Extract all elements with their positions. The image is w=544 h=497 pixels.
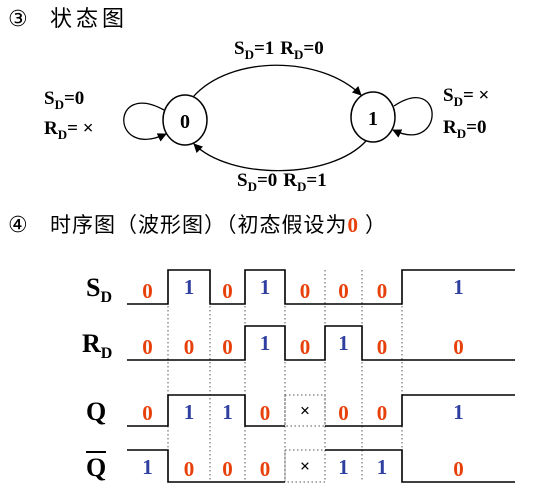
section4-number: ④ xyxy=(8,213,28,238)
section4-title: 时序图（波形图）（初态假设为0） xyxy=(50,213,387,237)
signal-name-3: Q xyxy=(86,453,106,482)
value-label: 0 xyxy=(300,279,311,303)
value-label: 0 xyxy=(260,457,271,481)
value-label: 0 xyxy=(453,335,464,359)
signal-name-0: SD xyxy=(86,273,112,306)
value-label: 1 xyxy=(184,275,195,299)
self-loop-0 xyxy=(123,102,167,142)
right-loop-r-label: RD=0 xyxy=(443,117,486,141)
waveform-3 xyxy=(127,449,515,483)
section3-number: ③ xyxy=(8,7,28,32)
value-label: × xyxy=(300,401,310,421)
value-label: 1 xyxy=(184,400,195,424)
value-label: 0 xyxy=(184,457,195,481)
signal-name-2: Q xyxy=(86,397,106,426)
value-label: 0 xyxy=(222,335,233,359)
signal-name-1: RD xyxy=(82,329,112,362)
transition-0-to-1 xyxy=(192,64,362,98)
value-label: 0 xyxy=(377,401,388,425)
value-label: 0 xyxy=(142,335,153,359)
left-loop-r-label: RD= × xyxy=(44,118,94,142)
value-label: 0 xyxy=(338,401,349,425)
value-label: 1 xyxy=(260,331,271,355)
value-label: 0 xyxy=(338,279,349,303)
value-label: 0 xyxy=(222,457,233,481)
transition-1-to-0 xyxy=(193,140,367,172)
value-label: 1 xyxy=(222,400,233,424)
value-label: 1 xyxy=(260,275,271,299)
value-label: 1 xyxy=(453,275,464,299)
value-label: 1 xyxy=(338,455,349,479)
state-1-circle xyxy=(350,91,396,143)
value-label: 0 xyxy=(142,401,153,425)
value-label: 0 xyxy=(453,457,464,481)
right-loop-s-label: SD= × xyxy=(443,85,489,109)
left-loop-s-label: SD=0 xyxy=(44,88,84,112)
value-label: 0 xyxy=(260,401,271,425)
waveform-0 xyxy=(127,269,515,305)
unknown-state-box xyxy=(284,449,326,483)
value-label: 0 xyxy=(300,335,311,359)
unknown-state-box xyxy=(284,394,326,427)
value-label: 1 xyxy=(142,455,153,479)
value-label: 0 xyxy=(142,279,153,303)
self-loop-1 xyxy=(392,97,433,138)
section3-title: 状态图 xyxy=(50,7,128,32)
value-label: 0 xyxy=(222,279,233,303)
value-label: × xyxy=(300,456,310,476)
value-label: 0 xyxy=(377,335,388,359)
value-label: 0 xyxy=(184,335,195,359)
value-label: 1 xyxy=(377,455,388,479)
state-0-circle xyxy=(162,94,208,146)
value-label: 1 xyxy=(338,331,349,355)
state-1-label: 1 xyxy=(368,108,378,130)
value-label: 0 xyxy=(377,279,388,303)
state-0-label: 0 xyxy=(180,111,190,133)
waveform-2 xyxy=(127,394,515,427)
waveform-1 xyxy=(127,325,515,361)
value-label: 1 xyxy=(453,400,464,424)
